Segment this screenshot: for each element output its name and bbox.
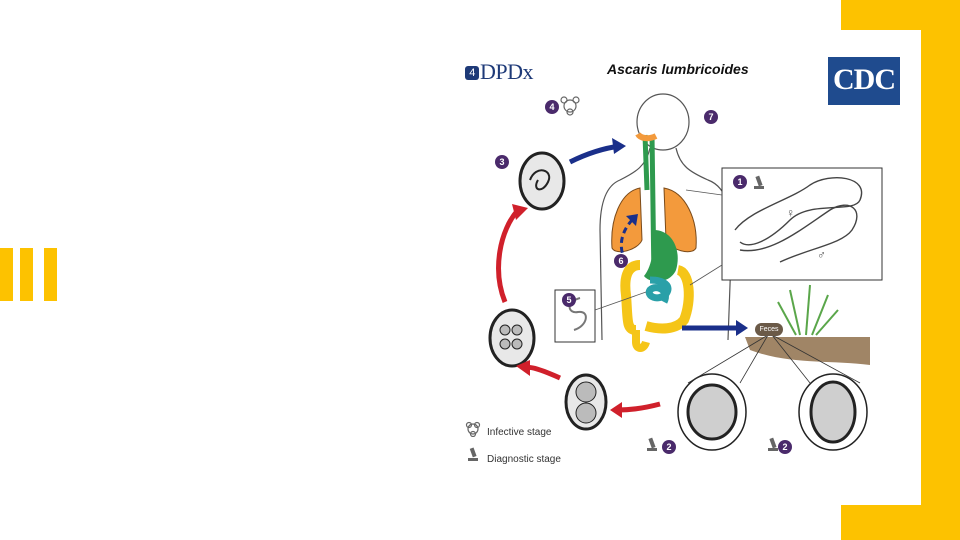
- lifecycle-diagram: [488, 93, 883, 451]
- egg-embryonated: [518, 151, 566, 211]
- accent-mark: [44, 248, 57, 301]
- egg-unfertilized-magnified: [798, 373, 868, 451]
- stage-6-badge: 6: [614, 254, 628, 268]
- stomach: [644, 230, 678, 282]
- egg-fertilized-magnified: [677, 373, 747, 451]
- male-symbol: ♂: [817, 248, 826, 262]
- microscope-icon: [465, 446, 481, 462]
- legend-diagnostic-label: Diagnostic stage: [487, 454, 561, 465]
- stage-3-badge: 3: [495, 155, 509, 169]
- cdc-logo: CDC: [828, 57, 900, 105]
- biohazard-icon: [560, 96, 580, 116]
- larva-box: [554, 289, 596, 343]
- egg-morula: [488, 308, 536, 368]
- throat: [635, 132, 658, 142]
- adult-worms: [734, 177, 863, 263]
- accent-mark: [0, 248, 13, 301]
- stage-7-badge: 7: [704, 110, 718, 124]
- large-intestine: [620, 260, 641, 335]
- microscope-icon: [647, 437, 657, 451]
- stage-2-badge: 2: [778, 440, 792, 454]
- feces-label: Feces: [755, 323, 783, 336]
- small-intestine: [645, 276, 672, 304]
- grass: [777, 284, 839, 336]
- diagram-title: Ascaris lumbricoides: [607, 61, 749, 77]
- stage-1-badge: 1: [733, 175, 747, 189]
- legend-infective-label: Infective stage: [487, 427, 552, 438]
- soil: [745, 337, 870, 365]
- lungs: [611, 187, 697, 253]
- accent-mark: [20, 248, 33, 301]
- microscope-icon: [768, 437, 778, 451]
- egg-two-cell: [564, 373, 608, 431]
- stage-2-badge: 2: [662, 440, 676, 454]
- biohazard-icon: [465, 421, 481, 438]
- microscope-icon: [754, 175, 764, 189]
- female-symbol: ♀: [786, 206, 795, 220]
- stage-4-badge: 4: [545, 100, 559, 114]
- stage-5-badge: 5: [562, 293, 576, 307]
- blue-arrow-ingest: [568, 143, 621, 165]
